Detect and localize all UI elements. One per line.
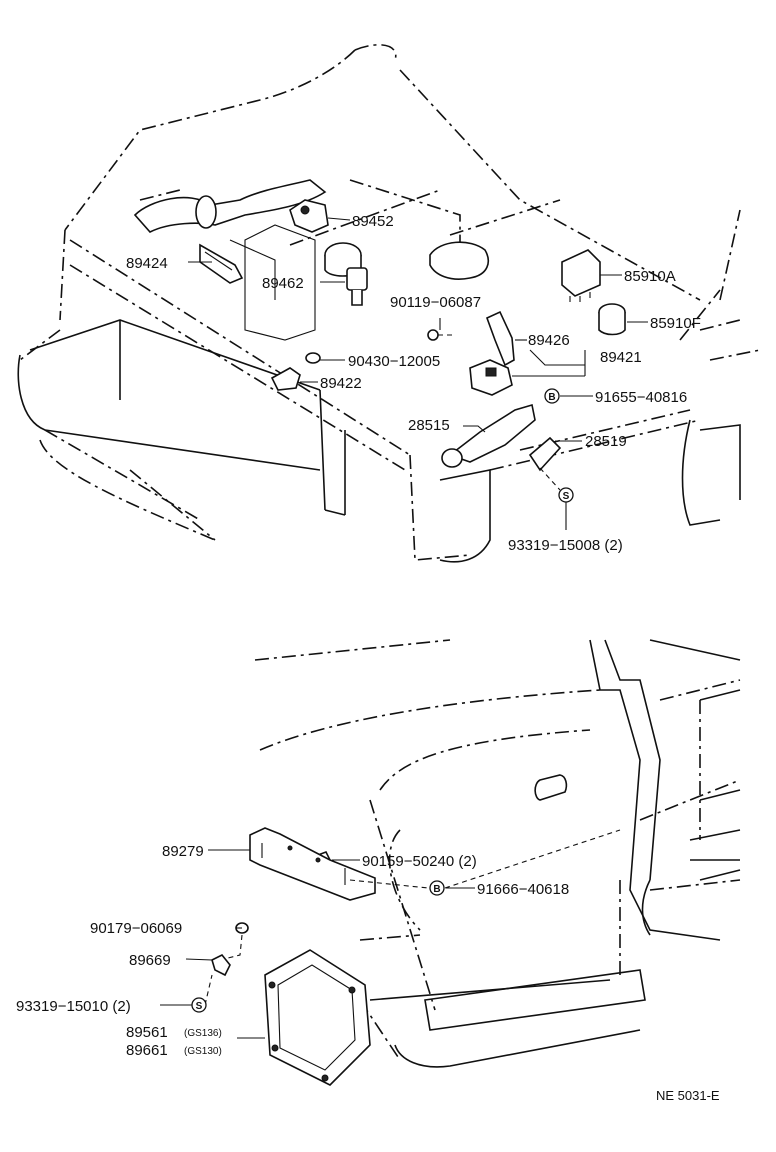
upper-view-callouts: 89452 89424 89462 90119−06087 89426 8942…: [126, 213, 701, 554]
callout-89661: 89661: [126, 1042, 168, 1059]
upper-view-leader-lines: [188, 217, 648, 530]
lower-view-callouts: 90159−50240 (2) 89279 91666−40618 90179−…: [16, 843, 569, 1059]
callout-28515: 28515: [408, 417, 450, 434]
callout-89424: 89424: [126, 255, 168, 272]
callout-89421: 89421: [600, 349, 642, 366]
lower-view-symbols: B S: [191, 880, 445, 1013]
bolt-symbol-upper-letter: B: [548, 392, 555, 403]
callout-89279: 89279: [162, 843, 204, 860]
callout-90159-50240: 90159−50240 (2): [362, 853, 477, 870]
callout-85910A: 85910A: [624, 268, 676, 285]
callout-89561-note: (GS136): [184, 1028, 222, 1039]
callout-89452: 89452: [352, 213, 394, 230]
diagram-code: NE 5031-E: [656, 1088, 720, 1103]
upper-view-engine-parts: [133, 179, 626, 472]
callout-93319-15010: 93319−15010 (2): [16, 998, 131, 1015]
callout-85910F: 85910F: [650, 315, 701, 332]
screw-symbol-lower: [191, 997, 207, 1013]
callout-89669: 89669: [129, 952, 171, 969]
bolt-symbol-upper: [544, 388, 560, 404]
bolt-symbol-lower: [429, 880, 445, 896]
callout-89561: 89561: [126, 1024, 168, 1041]
screw-symbol-upper-letter: S: [563, 491, 570, 502]
bolt-symbol-lower-letter: B: [433, 884, 440, 895]
lower-view-leader-lines: [160, 829, 621, 1039]
upper-view-vehicle-outline: [17, 44, 761, 563]
callout-91666-40618: 91666−40618: [477, 881, 569, 898]
callout-28519: 28519: [585, 433, 627, 450]
upper-view-symbols: B S: [544, 388, 574, 503]
callout-89661-note: (GS130): [184, 1046, 222, 1057]
callout-89422: 89422: [320, 375, 362, 392]
lower-view-parts: [211, 827, 376, 1086]
callout-89462: 89462: [262, 275, 304, 292]
callout-90179-06069: 90179−06069: [90, 920, 182, 937]
lower-view-vehicle-outline: [254, 639, 741, 1068]
callout-89426: 89426: [528, 332, 570, 349]
callout-91655-40816: 91655−40816: [595, 389, 687, 406]
callout-93319-15008: 93319−15008 (2): [508, 537, 623, 554]
callout-90430-12005: 90430−12005: [348, 353, 440, 370]
callout-90119-06087: 90119−06087: [390, 294, 481, 311]
screw-symbol-upper: [558, 487, 574, 503]
screw-symbol-lower-letter: S: [196, 1001, 203, 1012]
